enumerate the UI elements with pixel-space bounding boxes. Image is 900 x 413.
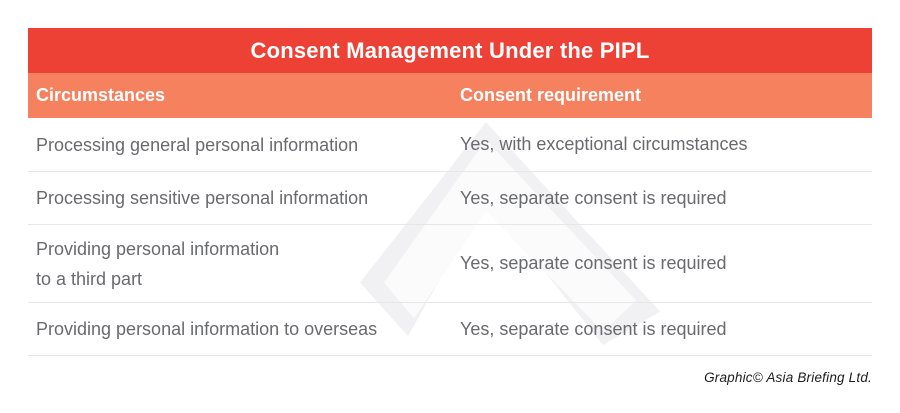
graphic-credit: Graphic© Asia Briefing Ltd. <box>704 370 872 385</box>
requirement-cell: Yes, separate consent is required <box>460 318 727 339</box>
table-row: Processing general personal information … <box>28 118 872 172</box>
table-row: Providing personal information to overse… <box>28 303 872 356</box>
circumstance-cell: Providing personal information to a thir… <box>36 238 280 289</box>
table-header-row: Circumstances Consent requirement <box>28 73 872 118</box>
table-title: Consent Management Under the PIPL <box>250 37 650 63</box>
column-header-circumstances: Circumstances <box>36 85 166 105</box>
circumstance-cell: Processing general personal information <box>36 134 359 155</box>
table-title-bar: Consent Management Under the PIPL <box>28 28 872 73</box>
requirement-cell: Yes, separate consent is required <box>460 187 727 208</box>
table-row: Providing personal information to a thir… <box>28 225 872 303</box>
table-row: Processing sensitive personal informatio… <box>28 172 872 225</box>
consent-management-table: Consent Management Under the PIPL Circum… <box>28 28 872 356</box>
column-header-consent-requirement: Consent requirement <box>460 85 642 105</box>
table-body: Processing general personal information … <box>28 118 872 356</box>
requirement-cell: Yes, with exceptional circumstances <box>460 134 748 154</box>
circumstance-cell: Providing personal information to overse… <box>36 319 378 339</box>
circumstance-cell: Processing sensitive personal informatio… <box>36 188 369 208</box>
requirement-cell: Yes, separate consent is required <box>460 253 727 273</box>
